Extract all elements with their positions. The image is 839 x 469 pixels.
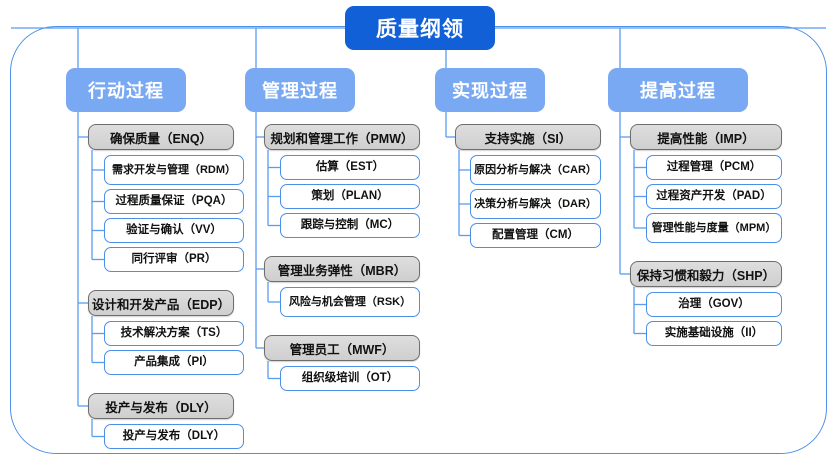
leaf-box[interactable]: 跟踪与控制（MC） xyxy=(280,213,420,238)
group-box[interactable]: 设计和开发产品（EDP） xyxy=(88,290,234,316)
leaf-box[interactable]: 需求开发与管理（RDM） xyxy=(104,155,244,185)
leaf-box[interactable]: 策划（PLAN） xyxy=(280,184,420,209)
leaf-box[interactable]: 产品集成（PI） xyxy=(104,350,244,375)
leaf-box[interactable]: 组织级培训（OT） xyxy=(280,366,420,391)
leaf-box[interactable]: 风险与机会管理（RSK） xyxy=(280,287,420,317)
leaf-box[interactable]: 过程管理（PCM） xyxy=(646,155,782,180)
leaf-box[interactable]: 管理性能与度量（MPM） xyxy=(646,213,782,243)
leaf-box[interactable]: 配置管理（CM） xyxy=(470,223,601,248)
leaf-box[interactable]: 原因分析与解决（CAR） xyxy=(470,155,601,185)
group-box[interactable]: 提高性能（IMP） xyxy=(630,124,782,150)
leaf-box[interactable]: 投产与发布（DLY） xyxy=(104,424,244,449)
group-box[interactable]: 支持实施（SI） xyxy=(455,124,601,150)
group-box[interactable]: 投产与发布（DLY） xyxy=(88,393,234,419)
leaf-box[interactable]: 同行评审（PR） xyxy=(104,247,244,272)
root-title: 质量纲领 xyxy=(345,6,495,50)
group-box[interactable]: 保持习惯和毅力（SHP） xyxy=(630,261,782,287)
column-header-3: 实现过程 xyxy=(435,68,545,112)
leaf-box[interactable]: 决策分析与解决（DAR） xyxy=(470,189,601,219)
leaf-box[interactable]: 过程质量保证（PQA） xyxy=(104,189,244,214)
column-header-2: 管理过程 xyxy=(245,68,355,112)
group-box[interactable]: 规划和管理工作（PMW） xyxy=(264,124,420,150)
group-box[interactable]: 确保质量（ENQ） xyxy=(88,124,234,150)
column-header-4: 提高过程 xyxy=(608,68,748,112)
leaf-box[interactable]: 验证与确认（VV） xyxy=(104,218,244,243)
leaf-box[interactable]: 估算（EST） xyxy=(280,155,420,180)
group-box[interactable]: 管理员工（MWF） xyxy=(264,335,420,361)
leaf-box[interactable]: 技术解决方案（TS） xyxy=(104,321,244,346)
leaf-box[interactable]: 治理（GOV） xyxy=(646,292,782,317)
group-box[interactable]: 管理业务弹性（MBR） xyxy=(264,256,420,282)
column-header-1: 行动过程 xyxy=(66,68,186,112)
leaf-box[interactable]: 过程资产开发（PAD） xyxy=(646,184,782,209)
leaf-box[interactable]: 实施基础设施（II） xyxy=(646,321,782,346)
